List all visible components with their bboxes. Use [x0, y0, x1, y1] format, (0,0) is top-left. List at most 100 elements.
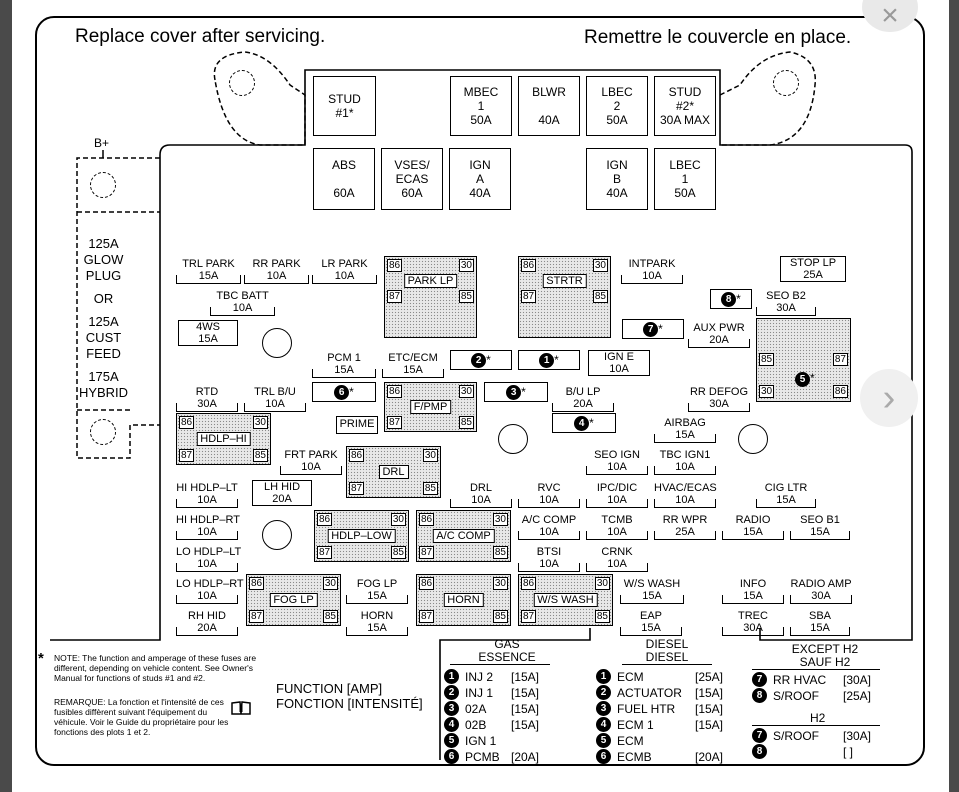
marker-3: 3* — [484, 382, 548, 402]
note-english: NOTE: The function and amperage of these… — [54, 653, 257, 683]
fog-lp-relay-label: FOG LP — [269, 593, 318, 607]
viewer-frame-left — [0, 0, 12, 792]
ws-wash-relay: 86 30 87 85 W/S WASH — [518, 574, 613, 626]
note-french: REMARQUE: La fonction et l'intensité de … — [54, 697, 229, 737]
ws-wash-relay-label: W/S WASH — [533, 593, 598, 607]
stud-2-block: STUD#2*30A MAX — [654, 76, 716, 136]
marker-1: 1* — [518, 350, 580, 370]
horn-relay-label: HORN — [443, 593, 484, 607]
hdlp-low-relay: 86 30 87 85 HDLP–LOW — [314, 510, 409, 562]
hdlp-low-relay-label: HDLP–LOW — [327, 529, 396, 543]
drl-relay: 86 30 87 85 DRL — [346, 446, 441, 498]
h2-divider — [752, 725, 880, 726]
next-image-button[interactable]: › — [860, 369, 918, 427]
fog-lp-relay: 86 30 87 85 FOG LP — [246, 574, 341, 626]
fuse-prime: PRIME — [336, 416, 378, 434]
marker-2: 2* — [450, 350, 512, 370]
marker-8: 8* — [710, 289, 752, 309]
horn-relay: 86 30 87 85 HORN — [416, 574, 511, 626]
fonction-label: FONCTION [INTENSITÉ] — [276, 696, 423, 711]
book-icon — [231, 701, 251, 715]
ac-comp-relay: 86 30 87 85 A/C COMP — [416, 510, 511, 562]
park-lp-relay: 86 30 87 85 PARK LP — [384, 256, 477, 338]
gas-divider — [450, 664, 550, 665]
relay-5: 85 87 30 86 5* — [756, 318, 851, 402]
fpmp-relay: 86 30 87 85 F/PMP — [384, 382, 477, 432]
mounting-circle — [262, 328, 292, 358]
hdlp-hi-relay: 86 30 87 85 HDLP–HI — [176, 413, 271, 465]
bplus-stud — [90, 172, 116, 198]
ac-comp-relay-label: A/C COMP — [432, 529, 495, 543]
viewer-frame-right — [949, 0, 959, 792]
header-right-text: Remettre le couvercle en place. — [584, 27, 852, 48]
lower-stud — [90, 419, 116, 445]
function-label: FUNCTION [AMP] — [276, 681, 383, 696]
hdlp-hi-relay-label: HDLP–HI — [196, 432, 251, 446]
strtr-relay-label: STRTR — [542, 274, 587, 288]
mounting-circle — [738, 424, 768, 454]
marker-6: 6* — [312, 382, 376, 402]
note-asterisk: * — [38, 650, 44, 667]
mounting-circle — [498, 424, 528, 454]
drl-relay-label: DRL — [378, 465, 409, 479]
mount-hole-right — [773, 70, 799, 96]
